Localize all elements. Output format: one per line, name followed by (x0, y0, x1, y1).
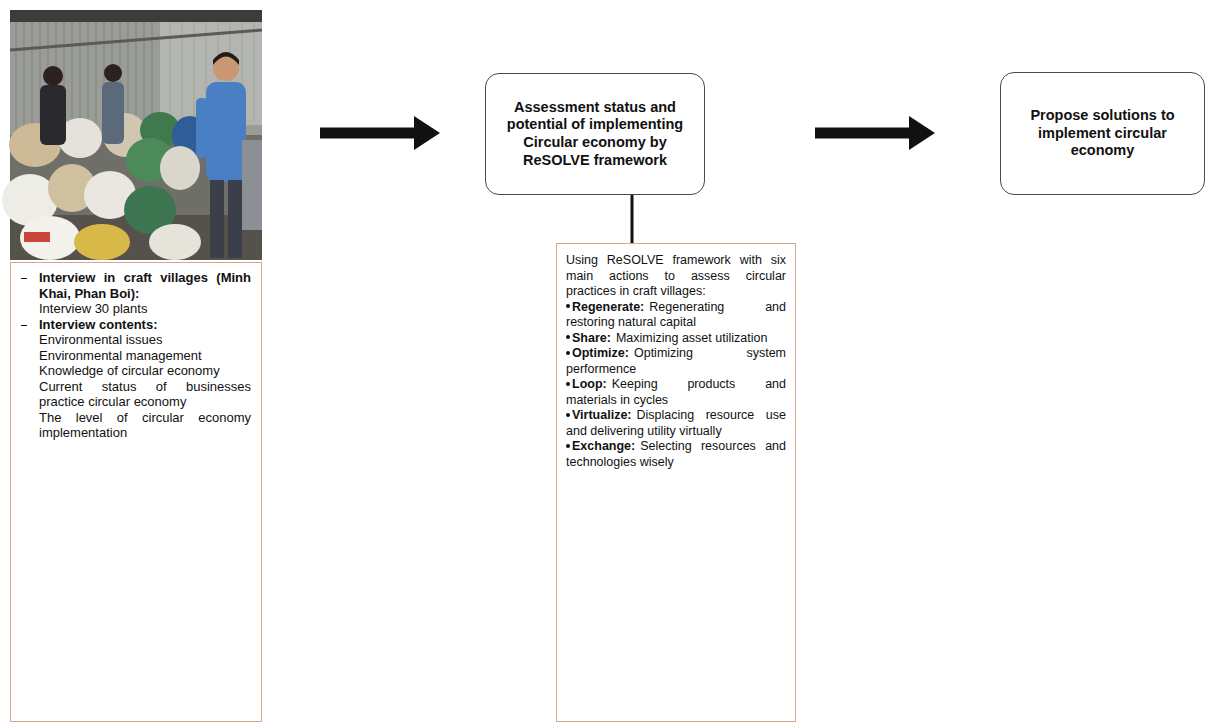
interview-panel: Interview in craft villages (Minh Khai, … (10, 10, 262, 722)
action-name: Loop: (572, 377, 607, 391)
list-row: Knowledge of circular economy (11, 363, 251, 379)
list-item: Knowledge of circular economy (39, 363, 251, 379)
list-row: Interview 30 plants (11, 301, 251, 317)
action-item: Virtualize:Displacing resource use and d… (566, 408, 786, 439)
action-name: Virtualize: (572, 408, 632, 422)
bullet-dot (566, 304, 570, 308)
list-row: Interview contents: (11, 317, 251, 333)
action-item: Share: Maximizing asset utilization (566, 331, 786, 347)
list-item: Environmental issues (39, 332, 251, 348)
action-item: Loop:Keeping products and materials in c… (566, 377, 786, 408)
list-row: Environmental management (11, 348, 251, 364)
intro-text: Using ReSOLVE framework with six main ac… (566, 253, 786, 300)
action-description: Maximizing asset utilization (616, 331, 767, 345)
list-item: Environmental management (39, 348, 251, 364)
bullet-dot (566, 413, 570, 417)
action-item: Regenerate:Regenerating and restoring na… (566, 300, 786, 331)
list-item: Interview 30 plants (39, 301, 251, 317)
bullet-dot (566, 382, 570, 386)
bullet-dot (566, 444, 570, 448)
list-row: Interview in craft villages (Minh Khai, … (11, 270, 251, 301)
action-name: Exchange: (572, 439, 635, 453)
warehouse-photo (2, 10, 262, 260)
list-item: The level of circular economy implementa… (39, 410, 251, 441)
flow-arrow (815, 116, 935, 150)
list-item: Current status of businesses practice ci… (39, 379, 251, 410)
section-heading: Interview contents: (39, 317, 251, 333)
flow-arrow (320, 116, 440, 150)
box-label: Assessment status and potential of imple… (496, 99, 694, 170)
list-row: Current status of businesses practice ci… (11, 379, 251, 410)
text-panel: Interview in craft villages (Minh Khai, … (10, 262, 262, 722)
bullet-dot (566, 351, 570, 355)
list-row: The level of circular economy implementa… (11, 410, 251, 441)
dash-bullet (21, 325, 27, 326)
action-item: Exchange:Selecting resources and technol… (566, 439, 786, 470)
box-label: Propose solutions to implement circular … (1030, 107, 1176, 160)
action-name: Share: (572, 331, 611, 345)
connector-line (631, 195, 634, 243)
process-box: Assessment status and potential of imple… (485, 73, 705, 195)
dash-bullet (21, 278, 27, 279)
bullet-dot (566, 335, 570, 339)
list-row: Environmental issues (11, 332, 251, 348)
framework-box: Using ReSOLVE framework with six main ac… (556, 243, 796, 722)
action-item: Optimize:Optimizing system performence (566, 346, 786, 377)
action-name: Optimize: (572, 346, 629, 360)
process-box: Propose solutions to implement circular … (1000, 72, 1205, 195)
action-name: Regenerate: (572, 300, 644, 314)
section-heading: Interview in craft villages (Minh Khai, … (39, 270, 251, 301)
